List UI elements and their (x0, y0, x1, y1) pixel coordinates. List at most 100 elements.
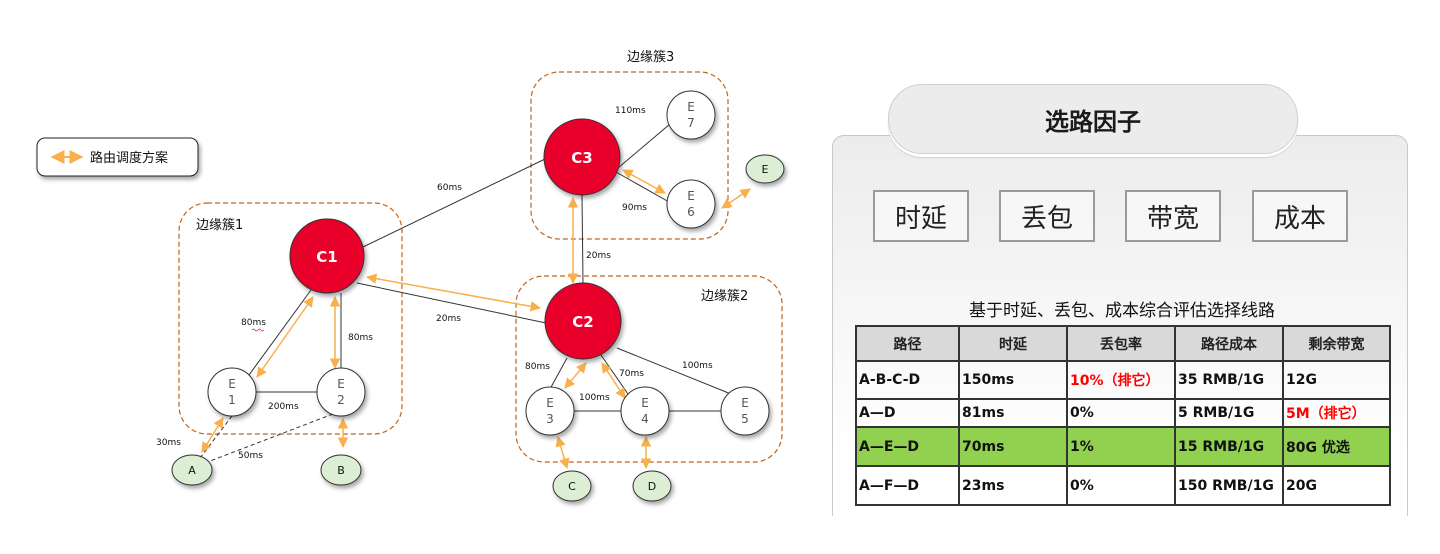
cell-bandwidth-excluded: 5M（排它） (1282, 398, 1391, 428)
svg-text:C1: C1 (316, 248, 337, 266)
cell-loss-rate: 0% (1066, 398, 1176, 428)
edge-node-e5[interactable]: E 5 (720, 386, 770, 436)
svg-text:E: E (228, 377, 236, 391)
header-loss-rate: 丢包率 (1066, 325, 1176, 362)
route-arrow-e3-c (555, 435, 570, 470)
cell-path-cost: 150 RMB/1G (1174, 465, 1284, 506)
cluster1-label: 边缘簇1 (196, 218, 243, 233)
legend-label: 路由调度方案 (90, 150, 168, 166)
table-row: A—F—D 23ms 0% 150 RMB/1G 20G (855, 465, 1391, 506)
spellcheck-underline (251, 328, 265, 332)
cell-path: A-B-C-D (855, 360, 960, 400)
cell-loss-rate: 0% (1066, 465, 1176, 506)
svg-text:E: E (687, 189, 695, 203)
svg-text:E: E (546, 396, 554, 410)
link-c2-c3 (581, 194, 584, 284)
latency-e3-e4: 100ms (579, 393, 610, 403)
link-a-e1 (199, 415, 233, 459)
route-arrow-c1-e1 (256, 296, 314, 378)
latency-c2-c3: 20ms (586, 251, 611, 261)
edge-node-e4[interactable]: E 4 (620, 386, 670, 436)
svg-text:C: C (568, 480, 576, 493)
route-arrows (201, 169, 751, 470)
cluster3-box (530, 71, 729, 240)
table-row: A-B-C-D 150ms 10%（排它） 35 RMB/1G 12G (855, 360, 1391, 400)
route-arrow-c3-e6 (622, 169, 666, 194)
link-c3-e6 (615, 171, 670, 203)
svg-text:D: D (648, 480, 656, 493)
svg-text:1: 1 (228, 393, 236, 407)
route-comparison-table: 路径 时延 丢包率 路径成本 剩余带宽 A-B-C-D 150ms 10%（排它… (855, 325, 1391, 506)
route-arrow-e6-e (721, 188, 751, 209)
link-c2-e5 (616, 347, 732, 395)
core-node-c3[interactable]: C3 (543, 118, 621, 196)
svg-text:C3: C3 (571, 149, 592, 167)
latency-a-e1: 30ms (156, 438, 181, 448)
latency-c1-e1: 80ms (241, 318, 266, 328)
latency-e1-e2: 200ms (268, 402, 299, 412)
cluster1-box (178, 202, 403, 435)
svg-text:E: E (687, 100, 695, 114)
cluster3-label: 边缘簇3 (627, 50, 674, 65)
svg-text:6: 6 (687, 205, 695, 219)
svg-text:E: E (337, 377, 345, 391)
core-node-c2[interactable]: C2 (544, 282, 622, 360)
factor-cost: 成本 (1252, 190, 1348, 242)
latency-c1-c3: 60ms (437, 183, 462, 193)
edge-node-e3[interactable]: E 3 (525, 386, 575, 436)
link-c1-c3 (362, 158, 546, 248)
factor-bandwidth: 带宽 (1125, 190, 1221, 242)
link-a-e2 (204, 413, 334, 464)
cell-latency: 70ms (958, 426, 1068, 467)
svg-text:5: 5 (741, 412, 749, 426)
network-topology-diagram: 路由调度方案 边缘簇1 边缘簇2 边缘簇3 (36, 50, 785, 502)
core-node-c1[interactable]: C1 (289, 218, 365, 294)
header-path-cost: 路径成本 (1174, 325, 1284, 362)
legend: 路由调度方案 (36, 137, 199, 177)
edge-node-e7[interactable]: E 7 (666, 90, 716, 140)
route-arrow-c2-e3 (564, 362, 587, 389)
latency-c3-e6: 90ms (622, 203, 647, 213)
table-subtitle: 基于时延、丢包、成本综合评估选择线路 (969, 301, 1275, 321)
panel-title: 选路因子 (888, 84, 1298, 154)
terminal-node-e[interactable]: E (745, 154, 785, 184)
cell-loss-rate-excluded: 10%（排它） (1066, 360, 1176, 400)
edge-node-e2[interactable]: E 2 (316, 367, 366, 417)
latency-c2-e3: 80ms (525, 362, 550, 372)
svg-text:B: B (337, 464, 345, 477)
link-c2-e3 (549, 357, 568, 390)
header-path: 路径 (855, 325, 960, 362)
cell-bandwidth-preferred: 80G 优选 (1282, 426, 1391, 467)
cluster2-label: 边缘簇2 (701, 289, 748, 304)
terminal-node-a[interactable]: A (171, 454, 213, 486)
terminal-node-c[interactable]: C (552, 470, 592, 502)
svg-text:E: E (741, 396, 749, 410)
cell-path-cost: 35 RMB/1G (1174, 360, 1284, 400)
cell-bandwidth: 20G (1282, 465, 1391, 506)
latency-c2-e4: 70ms (619, 369, 644, 379)
latency-a-e2: 50ms (238, 451, 263, 461)
cell-path-cost: 15 RMB/1G (1174, 426, 1284, 467)
link-c1-e1 (248, 289, 312, 376)
factor-packet-loss: 丢包 (999, 190, 1095, 242)
cell-path: A—E—D (855, 426, 960, 467)
link-c3-e7 (617, 123, 671, 169)
svg-text:C2: C2 (572, 313, 593, 331)
table-row-selected: A—E—D 70ms 1% 15 RMB/1G 80G 优选 (855, 426, 1391, 467)
table-header-row: 路径 时延 丢包率 路径成本 剩余带宽 (855, 325, 1391, 362)
edge-node-e1[interactable]: E 1 (207, 367, 257, 417)
factor-latency: 时延 (873, 190, 969, 242)
svg-text:7: 7 (687, 116, 695, 130)
cell-path-cost: 5 RMB/1G (1174, 398, 1284, 428)
route-arrow-a-e1 (201, 417, 224, 453)
table-row: A—D 81ms 0% 5 RMB/1G 5M（排它） (855, 398, 1391, 428)
header-latency: 时延 (958, 325, 1068, 362)
svg-text:E: E (762, 163, 769, 176)
terminal-node-b[interactable]: B (320, 454, 362, 486)
svg-text:A: A (188, 464, 196, 477)
edge-node-e6[interactable]: E 6 (666, 179, 716, 229)
cell-latency: 150ms (958, 360, 1068, 400)
latency-c1-c2: 20ms (436, 314, 461, 324)
cell-path: A—F—D (855, 465, 960, 506)
terminal-node-d[interactable]: D (632, 470, 672, 502)
